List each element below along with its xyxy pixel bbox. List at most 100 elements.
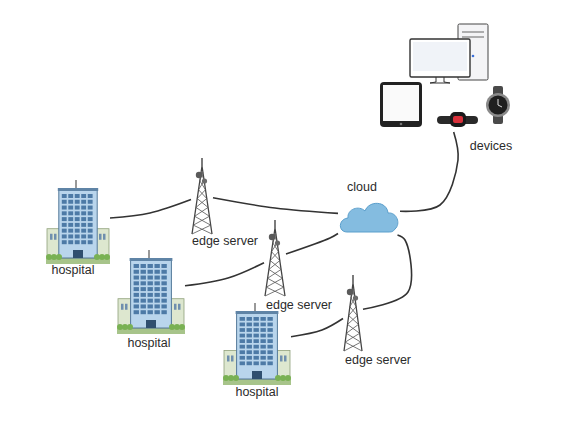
bush xyxy=(104,254,110,260)
window xyxy=(134,276,139,280)
door xyxy=(252,371,262,379)
window xyxy=(254,356,259,360)
watch-case xyxy=(486,93,510,117)
edge-server-node: edge server xyxy=(264,220,286,296)
window xyxy=(247,317,252,321)
window xyxy=(75,200,80,204)
tower-bracing xyxy=(192,172,212,234)
window xyxy=(240,361,245,365)
window xyxy=(88,211,93,215)
window xyxy=(254,323,259,327)
window xyxy=(254,361,259,365)
watch-hand xyxy=(498,105,502,107)
window xyxy=(134,281,139,285)
window xyxy=(62,200,67,204)
window xyxy=(81,240,86,244)
mast xyxy=(201,158,202,166)
mast xyxy=(352,275,353,283)
window xyxy=(247,334,252,338)
node-label: devices xyxy=(470,140,512,154)
window xyxy=(88,200,93,204)
window xyxy=(240,356,245,360)
antenna-dish xyxy=(347,289,353,295)
window xyxy=(134,310,139,314)
window xyxy=(254,334,259,338)
window xyxy=(161,281,166,285)
window xyxy=(161,310,166,314)
window xyxy=(148,276,153,280)
tower-legs xyxy=(265,228,285,296)
antenna xyxy=(254,303,255,312)
window xyxy=(148,270,153,274)
monitor xyxy=(410,39,470,77)
window xyxy=(88,206,93,210)
bush xyxy=(179,324,185,330)
window xyxy=(154,276,159,280)
node-icon xyxy=(343,275,363,351)
window xyxy=(62,240,67,244)
network-link xyxy=(363,235,412,309)
node-label: hospital xyxy=(127,337,170,351)
window xyxy=(75,217,80,221)
window xyxy=(247,350,252,354)
window xyxy=(88,223,93,227)
window xyxy=(260,339,265,343)
window xyxy=(148,264,153,268)
bush xyxy=(56,254,62,260)
window xyxy=(75,211,80,215)
node-label: edge server xyxy=(266,299,332,313)
tablet-button xyxy=(400,123,403,126)
window xyxy=(148,281,153,285)
window xyxy=(134,287,139,291)
window xyxy=(240,350,245,354)
node-icon xyxy=(223,303,291,385)
window xyxy=(267,334,272,338)
window xyxy=(134,293,139,297)
window xyxy=(75,194,80,198)
bush xyxy=(127,324,133,330)
window xyxy=(240,323,245,327)
bush xyxy=(285,375,291,381)
window xyxy=(247,361,252,365)
network-link xyxy=(110,200,191,218)
window xyxy=(254,339,259,343)
window xyxy=(68,211,73,215)
tower-bracing xyxy=(265,234,285,296)
window xyxy=(62,194,67,198)
window xyxy=(161,270,166,274)
window xyxy=(267,350,272,354)
window xyxy=(260,328,265,332)
window xyxy=(141,293,146,297)
window xyxy=(267,361,272,365)
window xyxy=(81,200,86,204)
node-label: edge server xyxy=(192,235,258,249)
node-icon xyxy=(117,250,185,334)
wing-window xyxy=(231,355,234,361)
window xyxy=(68,234,73,238)
window xyxy=(148,287,153,291)
window xyxy=(254,328,259,332)
window xyxy=(260,334,265,338)
window xyxy=(260,323,265,327)
roof xyxy=(58,188,98,191)
window xyxy=(267,345,272,349)
node-label: cloud xyxy=(347,181,377,195)
window xyxy=(247,328,252,332)
window xyxy=(161,299,166,303)
pc-slot xyxy=(462,37,484,38)
window xyxy=(260,317,265,321)
node-label: hospital xyxy=(51,264,94,278)
window xyxy=(81,217,86,221)
window xyxy=(141,287,146,291)
tower-legs xyxy=(192,166,212,234)
window xyxy=(154,299,159,303)
watch-hand xyxy=(498,99,499,105)
window xyxy=(148,293,153,297)
antenna xyxy=(75,180,76,189)
icon-group xyxy=(380,24,510,127)
hospital-node: hospital xyxy=(117,250,185,334)
main-tower xyxy=(237,312,278,379)
monitor-stand xyxy=(430,77,450,83)
node-icon xyxy=(46,180,110,264)
